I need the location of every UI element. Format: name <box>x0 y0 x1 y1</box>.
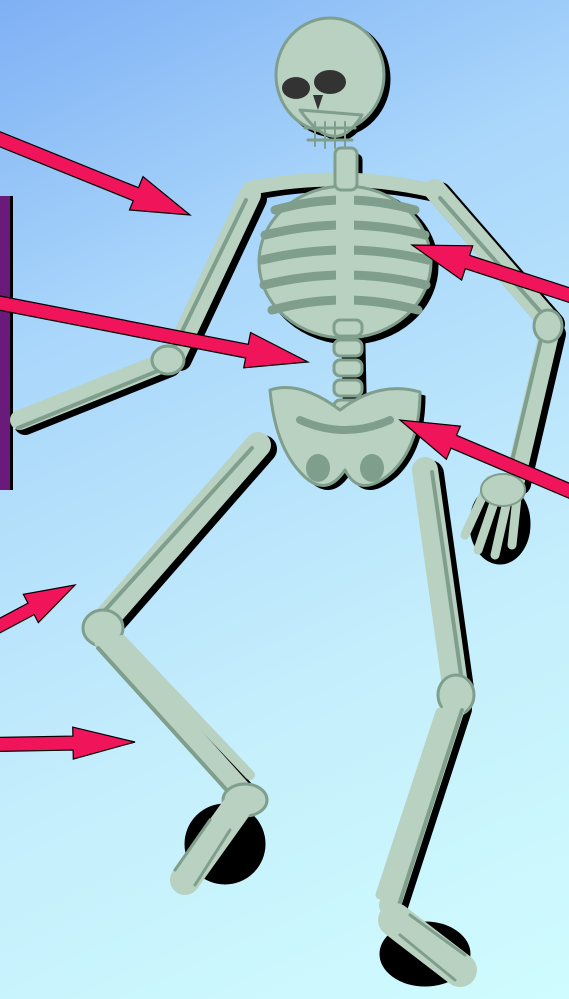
skull <box>276 18 384 148</box>
arrow-to-skull-area <box>0 101 200 237</box>
arrow-to-shin <box>0 726 135 761</box>
arrow-to-knee <box>0 571 83 656</box>
skeleton-body <box>18 18 562 980</box>
